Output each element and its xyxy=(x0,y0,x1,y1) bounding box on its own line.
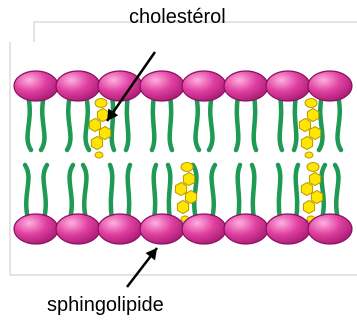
upper-lipid-head xyxy=(266,71,310,101)
lipid-tail xyxy=(319,96,322,150)
upper-lipid-head xyxy=(140,71,184,101)
cholesterol-head xyxy=(95,99,107,108)
lipid-tail xyxy=(338,96,341,150)
lipid-tail xyxy=(335,165,338,219)
cholesterol-ring xyxy=(311,191,322,204)
cholesterol-ring xyxy=(183,173,194,186)
cholesterol-ring xyxy=(309,127,320,140)
lower-lipid-head xyxy=(266,214,310,244)
lipid-tail xyxy=(83,165,86,219)
lipid-tail xyxy=(67,96,70,150)
lipid-tail xyxy=(70,165,73,219)
lipid-tail xyxy=(252,165,254,219)
upper-lipid-head xyxy=(56,71,100,101)
lower-lipid-head xyxy=(140,214,184,244)
cholesterol-label: cholestérol xyxy=(129,6,226,29)
lower-lipid-head xyxy=(98,214,142,244)
cholesterol-ring xyxy=(301,137,312,150)
lipid-tail xyxy=(110,165,112,219)
lipid-tail xyxy=(238,165,240,219)
cholesterol-head xyxy=(305,99,317,108)
cholesterol-ring xyxy=(177,201,188,214)
lipid-tail xyxy=(168,165,170,219)
lipid-tail xyxy=(28,96,31,150)
lipid-tail xyxy=(296,165,298,219)
lipid-tail xyxy=(112,96,114,150)
lipid-tail xyxy=(152,96,154,150)
lipid-tail xyxy=(25,165,28,219)
lipid-tail xyxy=(278,165,280,219)
lower-lipid-head xyxy=(56,214,100,244)
lipid-tail xyxy=(209,96,212,150)
upper-lipid-head xyxy=(224,71,268,101)
lower-lipid-head xyxy=(14,214,58,244)
lipid-tail xyxy=(322,165,325,219)
cholesterol-molecule xyxy=(89,99,110,159)
lipid-tail xyxy=(196,96,199,150)
sphingolipid-arrow xyxy=(127,248,157,287)
sphingolipid-label: sphingolipide xyxy=(47,294,164,317)
cholesterol-head xyxy=(307,163,319,172)
lipid-tail xyxy=(41,96,44,150)
lipid-tail xyxy=(86,96,89,150)
lipid-tail xyxy=(154,165,156,219)
upper-lipid-head xyxy=(308,71,352,101)
cholesterol-ring xyxy=(99,127,110,140)
lipid-tail xyxy=(128,165,130,219)
lipid-tail xyxy=(126,96,128,150)
cholesterol-ring xyxy=(185,191,196,204)
upper-lipid-head xyxy=(98,71,142,101)
cholesterol-ring xyxy=(303,201,314,214)
upper-lipid-head xyxy=(182,71,226,101)
lower-lipid-head xyxy=(182,214,226,244)
cholesterol-ring xyxy=(309,173,320,186)
lipid-tail xyxy=(280,96,282,150)
lipid-tail xyxy=(254,96,256,150)
cholesterol-ring xyxy=(307,109,318,122)
lipid-tail xyxy=(44,165,47,219)
lower-lipid-head xyxy=(224,214,268,244)
cholesterol-tail xyxy=(95,152,103,158)
lipid-tail xyxy=(170,96,172,150)
lipid-tail xyxy=(236,96,238,150)
lipid-tail xyxy=(212,165,215,219)
cholesterol-ring xyxy=(91,137,102,150)
cholesterol-molecules xyxy=(89,99,322,223)
lower-lipid-head xyxy=(308,214,352,244)
upper-lipid-head xyxy=(14,71,58,101)
lipid-tail xyxy=(294,96,296,150)
cholesterol-head xyxy=(181,163,193,172)
cholesterol-tail xyxy=(305,152,313,158)
cholesterol-molecule xyxy=(301,163,322,223)
